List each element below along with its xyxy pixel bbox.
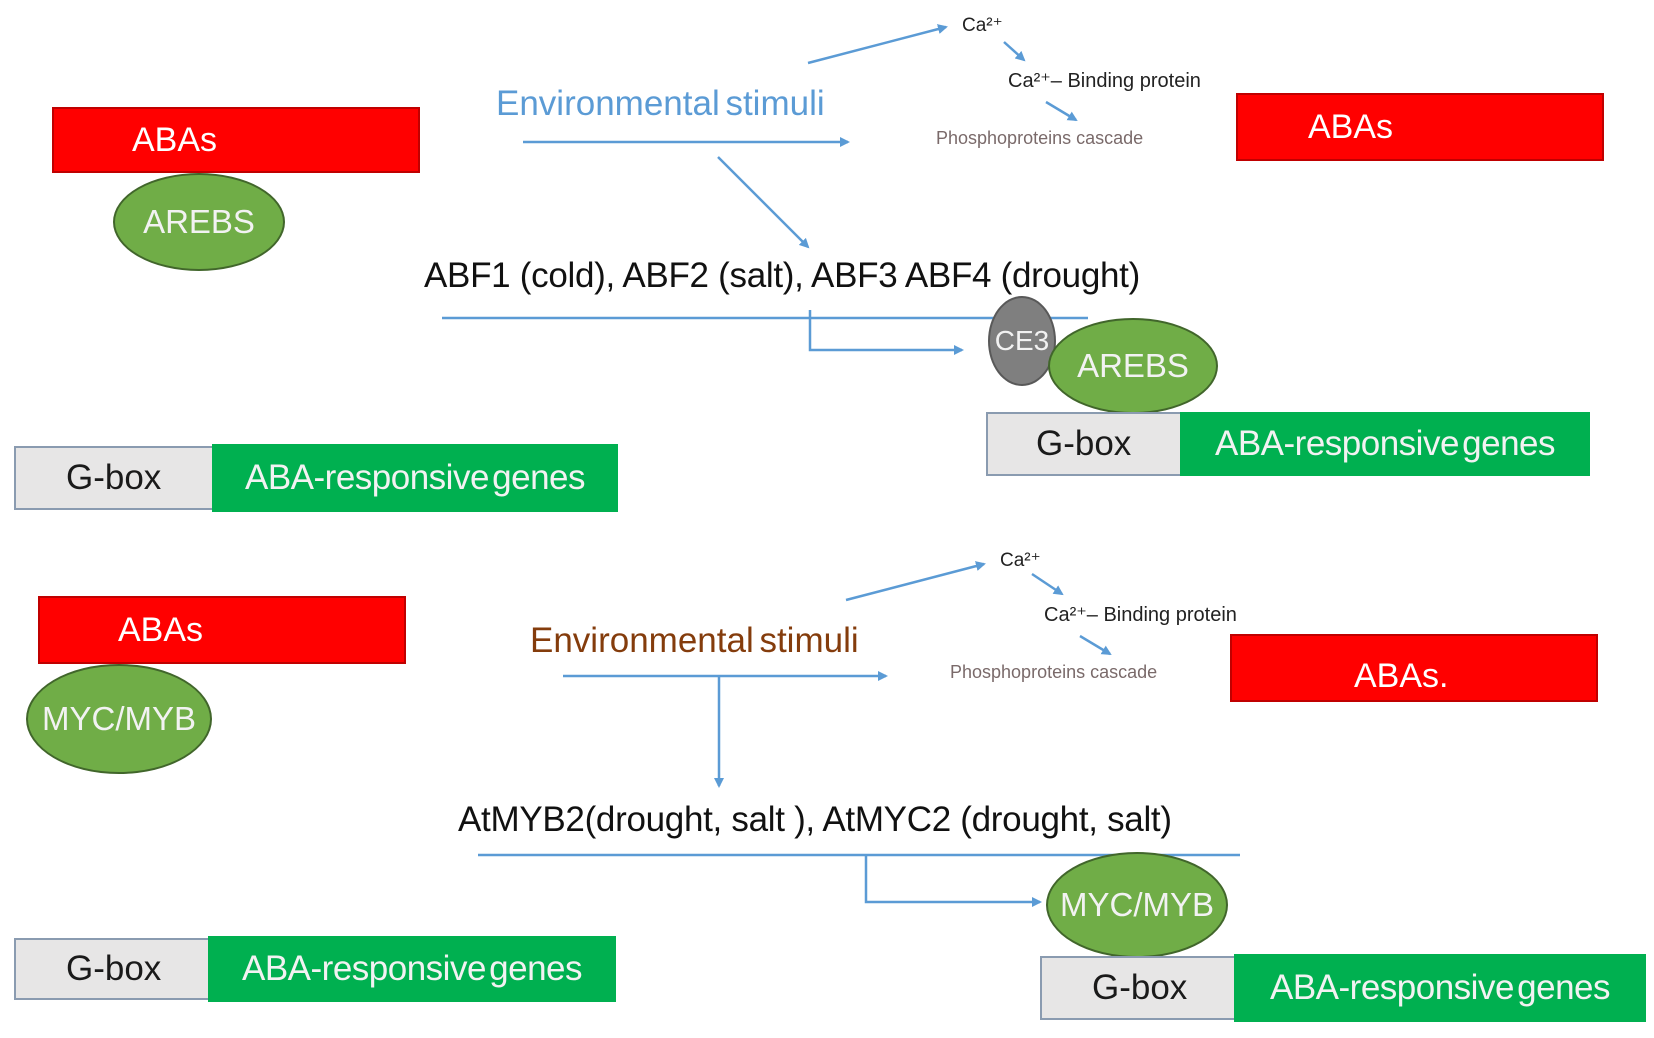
calcium-label-bottom: Ca²⁺ (1000, 550, 1041, 571)
myc-myb-protein-bottom-right: MYC/MYB (1046, 852, 1228, 958)
aba-responsive-genes-top-left: ABA-responsive genes (212, 444, 618, 512)
gbox-bottom-left: G-box (14, 938, 210, 1000)
abf-transcription-factors-label: ABF1 (cold), ABF2 (salt), ABF3 ABF4 (dro… (424, 256, 1140, 295)
abas-label: ABAs (1308, 107, 1394, 146)
abas-bar-bottom-right: ABAs. (1230, 634, 1598, 702)
aba-responsive-genes-bottom-left: ABA-responsive genes (208, 936, 616, 1002)
phosphoproteins-cascade-label-bottom: Phosphoproteins cascade (950, 662, 1158, 682)
gbox-label: G-box (1092, 968, 1188, 1007)
genes-label: ABA-responsive genes (241, 949, 583, 988)
arebs-protein-top-right: AREBS (1048, 318, 1218, 414)
abas-bar-top-right: ABAs (1236, 93, 1604, 161)
ce3-label: CE3 (994, 325, 1050, 356)
abas-bar-bottom-left: ABAs (38, 596, 406, 664)
gbox-top-left: G-box (14, 446, 214, 510)
ce3-element: CE3 (988, 296, 1056, 386)
myc-myb-label: MYC/MYB (41, 700, 196, 737)
myc-myb-protein-bottom-left: MYC/MYB (26, 664, 212, 774)
myb-myc-transcription-factors-label: AtMYB2(drought, salt ), AtMYC2 (drought,… (458, 800, 1172, 839)
gbox-bottom-right: G-box (1040, 956, 1236, 1020)
calcium-binding-protein-label-top: Ca²⁺– Binding protein (1008, 70, 1201, 92)
environmental-stimuli-label-bottom: Environmental stimuli (530, 621, 859, 660)
gbox-label: G-box (66, 949, 162, 988)
myc-myb-label: MYC/MYB (1059, 886, 1214, 923)
gbox-label: G-box (1036, 424, 1132, 463)
genes-label: ABA-responsive genes (1269, 968, 1611, 1007)
gbox-label: G-box (66, 458, 162, 497)
genes-label: ABA-responsive genes (1214, 424, 1556, 463)
abas-bar-top-left: ABAs (52, 107, 420, 173)
abas-label: ABAs (118, 610, 204, 649)
abas-label: ABAs. (1354, 656, 1449, 695)
genes-label: ABA-responsive genes (244, 458, 586, 497)
calcium-binding-protein-label-bottom: Ca²⁺– Binding protein (1044, 604, 1237, 626)
abas-label: ABAs (132, 120, 218, 159)
arebs-label: AREBS (1077, 347, 1189, 384)
environmental-stimuli-label-top: Environmental stimuli (496, 84, 825, 123)
gbox-top-right: G-box (986, 412, 1182, 476)
arebs-protein-top-left: AREBS (113, 173, 285, 271)
aba-responsive-genes-bottom-right: ABA-responsive genes (1234, 954, 1646, 1022)
calcium-label-top: Ca²⁺ (962, 15, 1003, 36)
phosphoproteins-cascade-label-top: Phosphoproteins cascade (936, 128, 1144, 148)
aba-responsive-genes-top-right: ABA-responsive genes (1180, 412, 1590, 476)
arebs-label: AREBS (143, 203, 255, 240)
